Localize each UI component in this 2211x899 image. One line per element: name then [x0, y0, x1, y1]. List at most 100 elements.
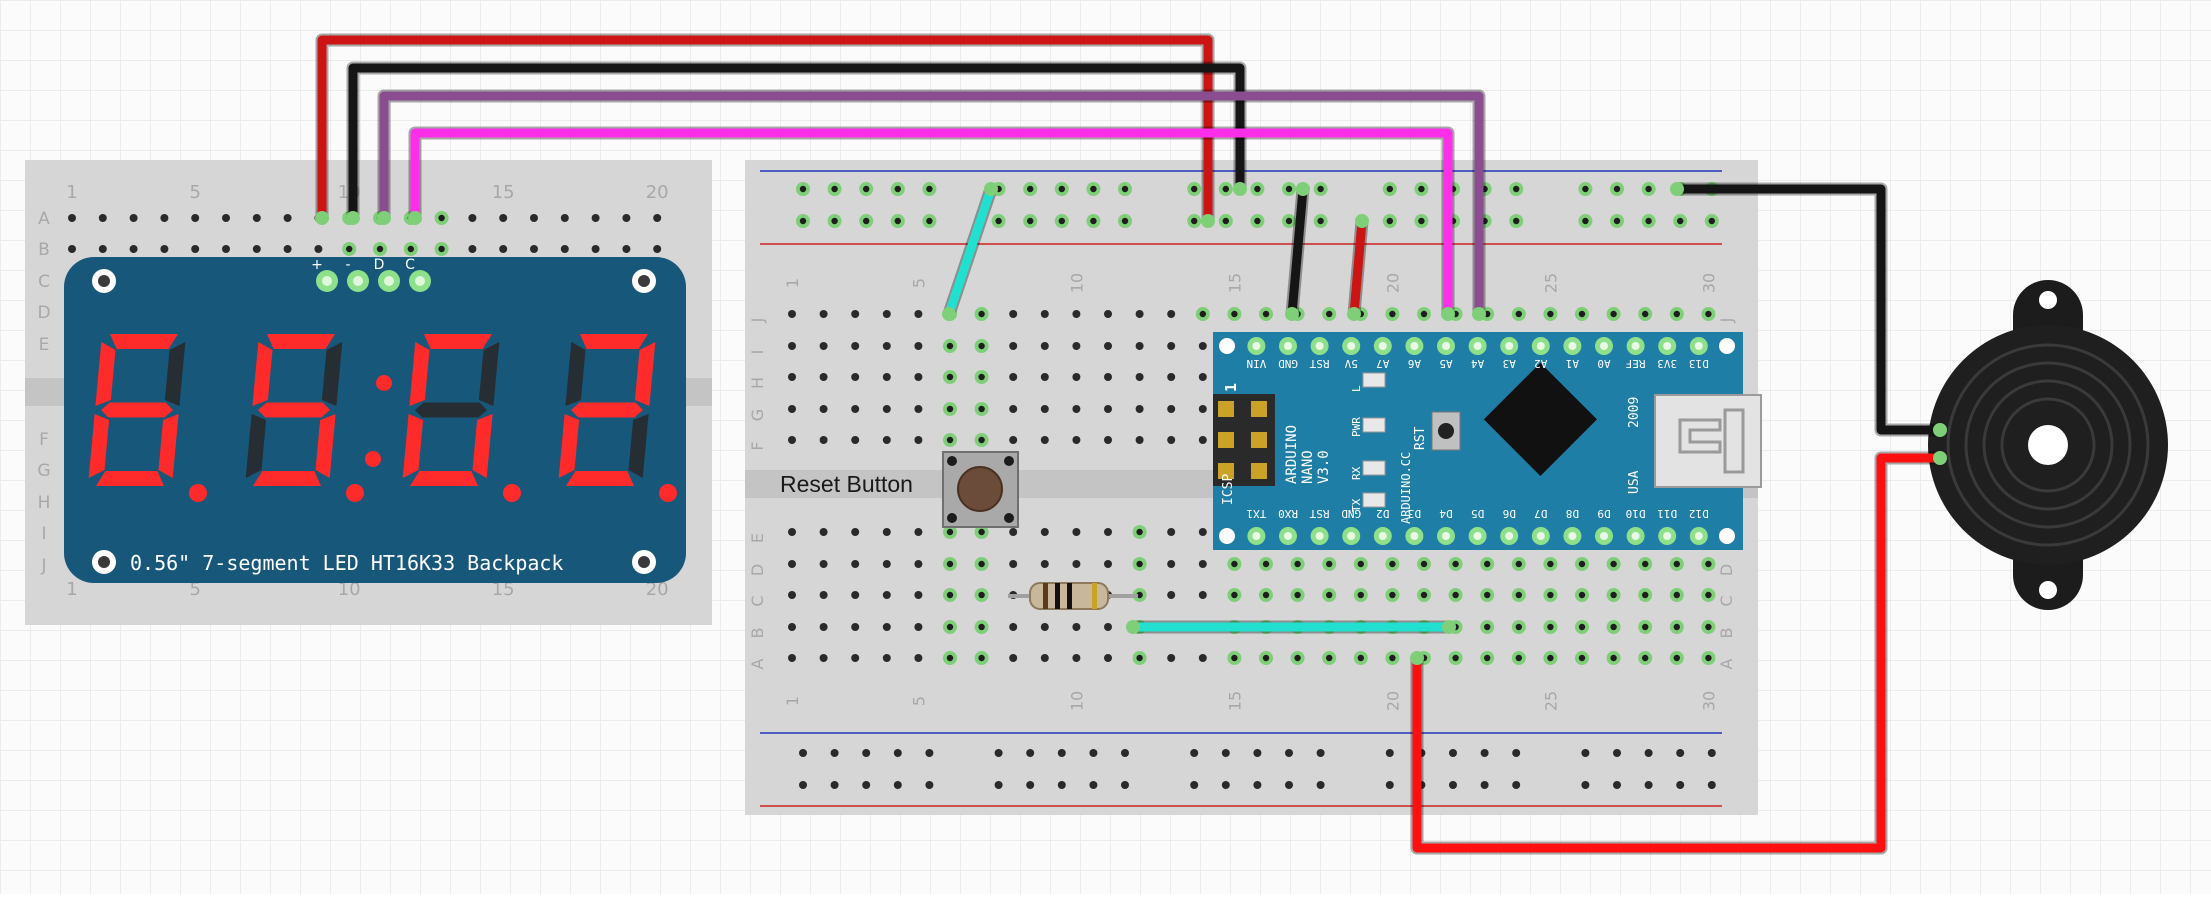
hole: [407, 245, 414, 253]
nano-pin-label: D6: [1503, 507, 1516, 520]
nano-pin-inner: [1284, 342, 1292, 350]
hole: [1316, 749, 1325, 757]
hole: [1420, 591, 1428, 599]
nano-pin-inner: [1315, 532, 1324, 540]
nano-website: ARDUINO.CC: [1399, 452, 1413, 524]
hole: [893, 781, 902, 789]
reset-button[interactable]: [942, 451, 1019, 528]
hole: [98, 245, 107, 253]
hole: [1705, 560, 1712, 568]
hole: [1389, 560, 1396, 568]
segment-e: [88, 414, 110, 478]
wire-buzzer-signal-end: [1933, 451, 1947, 465]
hole: [851, 310, 860, 318]
hole: [222, 214, 230, 222]
column-number: 5: [189, 182, 200, 203]
hole: [1326, 591, 1333, 599]
hole: [1452, 654, 1459, 662]
hole: [799, 781, 807, 789]
wire-clock-end: [1441, 307, 1455, 321]
hole: [1420, 560, 1428, 568]
row-label: F: [39, 430, 49, 450]
hole: [622, 245, 631, 253]
hole: [851, 654, 860, 662]
hole: [882, 436, 891, 444]
hole: [1515, 560, 1523, 568]
segment-b: [164, 342, 186, 406]
hole: [882, 654, 891, 662]
hole: [1136, 654, 1143, 662]
hole: [1449, 749, 1457, 757]
hole: [1089, 781, 1098, 789]
column-number: 5: [909, 696, 928, 706]
hole: [1582, 217, 1589, 225]
nano-pin-label: REF: [1626, 357, 1646, 370]
segment-a: [267, 334, 335, 349]
hole: [1072, 528, 1081, 536]
hole: [1705, 654, 1712, 662]
hole: [1040, 310, 1049, 318]
hole: [1676, 781, 1685, 789]
hole: [926, 185, 933, 193]
decimal-point: [346, 484, 364, 502]
hole: [1547, 560, 1554, 568]
hole: [1357, 591, 1365, 599]
hole: [1642, 560, 1649, 568]
hole: [1072, 560, 1081, 568]
column-number: 15: [492, 182, 515, 203]
hole: [1262, 591, 1270, 599]
hole: [1513, 217, 1520, 225]
hole: [530, 245, 538, 253]
hole: [1262, 310, 1270, 318]
wire-buzzer-signal-end: [1410, 651, 1424, 665]
row-label: A: [1717, 658, 1736, 669]
segment-f: [565, 342, 586, 406]
hole: [1316, 781, 1325, 789]
hole: [1582, 185, 1589, 193]
nano-pin-label: D5: [1471, 507, 1484, 520]
hole: [978, 654, 985, 662]
display-pin-inner: [384, 276, 394, 286]
hole: [283, 245, 292, 253]
hole: [1135, 373, 1144, 381]
hole: [1707, 781, 1716, 789]
hole: [819, 373, 828, 381]
hole: [1645, 217, 1652, 225]
hole: [1040, 560, 1049, 568]
wire-vcc-end: [1201, 214, 1215, 228]
hole: [862, 749, 871, 757]
hole: [376, 245, 384, 253]
row-label: E: [748, 533, 767, 543]
hole: [1072, 436, 1081, 444]
segment-c: [472, 414, 493, 478]
nano-pin-inner: [1410, 532, 1419, 540]
hole: [1673, 560, 1681, 568]
hole: [1040, 405, 1049, 413]
nano-pin-label: RST: [1309, 357, 1329, 370]
nano-pin-inner: [1378, 342, 1387, 350]
column-number: 30: [1699, 273, 1718, 293]
nano-led: [1362, 417, 1386, 433]
segment-a: [580, 334, 648, 349]
hole: [1231, 591, 1238, 599]
hole: [1418, 217, 1425, 225]
nano-pin-label: A4: [1471, 357, 1485, 370]
hole: [1294, 591, 1301, 599]
hole: [1578, 591, 1586, 599]
column-number: 1: [783, 278, 802, 288]
hole: [1705, 591, 1712, 599]
hole: [1072, 623, 1081, 631]
hole: [1027, 217, 1034, 225]
hole: [994, 749, 1003, 757]
hole: [1385, 781, 1394, 789]
hole: [1547, 623, 1554, 631]
hole: [1673, 623, 1681, 631]
row-label: C: [1717, 595, 1736, 606]
hole: [863, 185, 870, 193]
hole: [914, 528, 923, 536]
nano-pin-label: 3V3: [1657, 357, 1677, 370]
hole: [799, 185, 807, 193]
nano-pin-label: GND: [1341, 507, 1361, 520]
